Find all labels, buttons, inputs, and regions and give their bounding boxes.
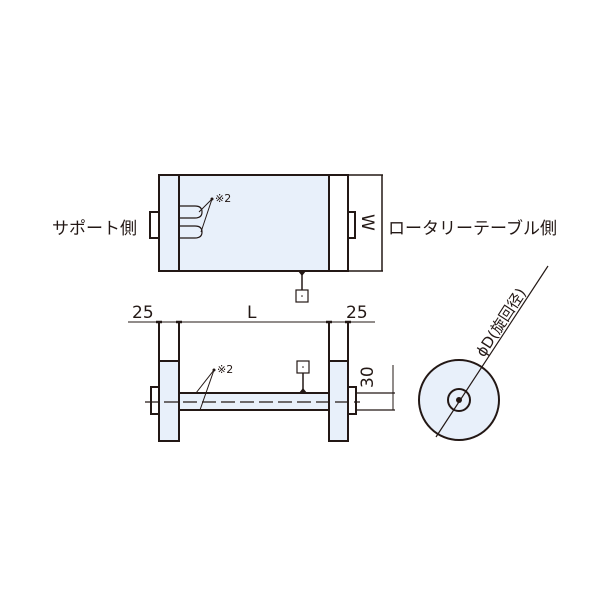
rotary-side-hub (347, 211, 356, 239)
top-view (149, 174, 383, 303)
width-dim-label: W (357, 214, 377, 231)
left-disc (158, 360, 180, 442)
support-side-hub (149, 211, 160, 239)
tap-hole-1 (179, 205, 203, 219)
note-2-top: ※2 (215, 192, 231, 205)
side-view (418, 265, 549, 441)
support-side-label: サポート側 (52, 219, 137, 239)
right-hub (347, 386, 357, 415)
right-disc (328, 360, 349, 442)
note-2-front: ※2 (217, 363, 233, 376)
front-view (128, 320, 395, 442)
top-view-body (158, 174, 349, 272)
left-25-dim: 25 (132, 303, 154, 323)
length-dim: L (247, 303, 257, 323)
height-30-dim: 30 (358, 366, 378, 388)
diameter-leader-line (435, 265, 549, 438)
right-25-dim: 25 (346, 303, 368, 323)
left-hub (150, 386, 160, 415)
rotary-table-side-label: ロータリーテーブル側 (388, 218, 557, 239)
tap-hole-2 (179, 225, 203, 239)
diameter-label: ϕD(旋回径) (472, 285, 530, 360)
inner-ring (447, 388, 471, 412)
